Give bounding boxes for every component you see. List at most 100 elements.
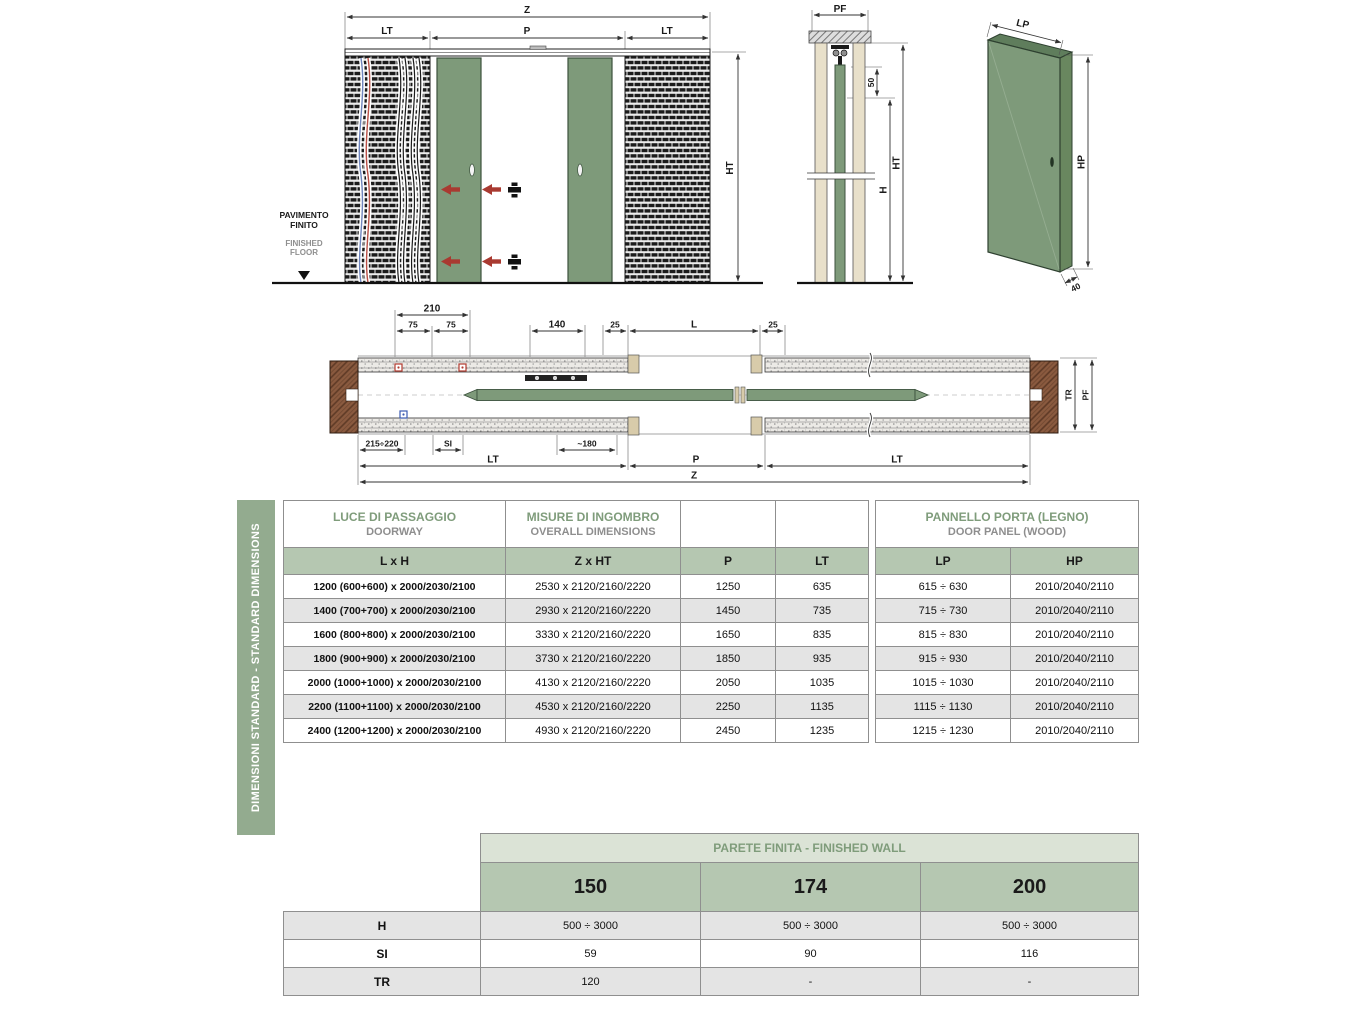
cell-p: 1650: [680, 622, 776, 647]
panel-subtitle: DOOR PANEL (WOOD): [947, 525, 1067, 538]
dim-label-lt-left: LT: [381, 26, 392, 37]
plan-top-dimension-lines: [394, 310, 786, 357]
mouth-profiles: [627, 354, 763, 436]
floor-level-marker-icon: [298, 271, 310, 280]
cell-wall-174: -: [700, 967, 921, 996]
col-header-lxh: L x H: [283, 547, 506, 575]
door-panel-right: [567, 57, 613, 284]
cell-p: 1250: [680, 574, 776, 599]
wall-col-200: 200: [919, 862, 1140, 912]
dim-label-215-220: 215÷220: [365, 439, 398, 449]
dim-label-lt-right: LT: [891, 455, 902, 466]
pocket-cassette-right: [624, 55, 711, 284]
cell-wall-200: 500 ÷ 3000: [919, 911, 1140, 940]
horizontal-section-drawing: 210 75 75 140 25 L 25: [329, 304, 1097, 485]
wall-leaf-right: [852, 42, 866, 284]
cell-overall: 4130 x 2120/2160/2220: [505, 670, 681, 695]
cell-lp: 615 ÷ 630: [875, 574, 1011, 599]
dim-label-75a: 75: [408, 320, 418, 330]
flush-handle-icon: [1050, 157, 1054, 167]
door-panel-left: [436, 57, 482, 284]
door-panel-table: PANNELLO PORTA (LEGNO) DOOR PANEL (WOOD)…: [874, 500, 1140, 743]
cell-p: 1850: [680, 646, 776, 671]
cell-doorway: 1800 (900+900) x 2000/2030/2100: [283, 646, 506, 671]
dim-label-l: L: [691, 320, 697, 331]
dim-label-hp: HP: [1077, 155, 1088, 169]
dim-label-25a: 25: [610, 320, 620, 330]
dim-label-75b: 75: [446, 320, 456, 330]
cell-p: 2450: [680, 718, 776, 743]
wall-table-title-row: PARETE FINITA - FINISHED WALL: [283, 833, 1140, 863]
col-header-zxht: Z x HT: [505, 547, 681, 575]
cell-overall: 3730 x 2120/2160/2220: [505, 646, 681, 671]
dim-label-h: H: [879, 186, 890, 193]
cell-lt: 1135: [775, 694, 869, 719]
wall-table-header-row: 150 174 200: [283, 862, 1140, 912]
plan-break-marks: [866, 352, 874, 438]
cell-hp: 2010/2040/2110: [1009, 598, 1140, 623]
cell-doorway: 2000 (1000+1000) x 2000/2030/2100: [283, 670, 506, 695]
cassette-rails: [357, 357, 1031, 433]
dim-label-140: 140: [549, 320, 566, 331]
wall-col-150: 150: [480, 862, 701, 912]
finished-wall-table: PARETE FINITA - FINISHED WALL 150 174 20…: [283, 833, 1140, 996]
wood-jamb-right: [1029, 360, 1059, 434]
cell-hp: 2010/2040/2110: [1009, 622, 1140, 647]
cell-lt: 735: [775, 598, 869, 623]
overall-title: MISURE DI INGOMBRO: [526, 509, 660, 524]
col-header-lp: LP: [875, 547, 1011, 575]
dim-label-ht: HT: [725, 161, 736, 174]
section-break-marks: [807, 172, 875, 180]
section-sidebar: DIMENSIONI STANDARD - STANDARD DIMENSION…: [237, 500, 275, 835]
dim-label-p: P: [693, 455, 700, 466]
cell-wall-174: 90: [700, 939, 921, 968]
floor-label-it-2: FINITO: [290, 220, 318, 230]
cell-lt: 835: [775, 622, 869, 647]
cell-row-label: TR: [283, 967, 481, 996]
dim-label-lt-left: LT: [487, 455, 498, 466]
cell-doorway: 2400 (1200+1200) x 2000/2030/2100: [283, 718, 506, 743]
floor-label-it-1: PAVIMENTO: [279, 210, 329, 220]
dim-label-25b: 25: [768, 320, 778, 330]
dim-label-pf: PF: [834, 5, 847, 15]
door-panel-3d: [986, 33, 1074, 273]
cell-lp: 1115 ÷ 1130: [875, 694, 1011, 719]
cell-row-label: SI: [283, 939, 481, 968]
cell-lp: 815 ÷ 830: [875, 622, 1011, 647]
cell-wall-150: 59: [480, 939, 701, 968]
cell-overall: 2530 x 2120/2160/2220: [505, 574, 681, 599]
cell-p: 2050: [680, 670, 776, 695]
break-lines: [357, 57, 423, 284]
vertical-section-drawing: PF 50 H HT: [797, 5, 913, 285]
cell-lt: 1035: [775, 670, 869, 695]
fixing-point-markers: [394, 363, 467, 419]
dim-label-50: 50: [866, 78, 876, 88]
cell-hp: 2010/2040/2110: [1009, 694, 1140, 719]
cell-wall-200: 116: [919, 939, 1140, 968]
dim-label-thickness: 40: [1069, 281, 1082, 294]
wood-jamb-left: [329, 360, 359, 434]
cell-overall: 3330 x 2120/2160/2220: [505, 622, 681, 647]
dim-label-p: P: [524, 26, 531, 37]
cell-hp: 2010/2040/2110: [1009, 670, 1140, 695]
doorway-subtitle: DOORWAY: [366, 525, 423, 538]
panel-header: PANNELLO PORTA (LEGNO) DOOR PANEL (WOOD): [874, 500, 1140, 548]
cell-lp: 1015 ÷ 1030: [875, 670, 1011, 695]
ceiling-hatch: [808, 30, 872, 44]
door-panel-3d-drawing: LP HP 40: [986, 18, 1093, 294]
finished-floor-label: PAVIMENTO FINITO FINISHED FLOOR: [279, 210, 329, 280]
floor-label-en-1: FINISHED: [285, 239, 323, 248]
cell-lt: 1235: [775, 718, 869, 743]
slide-direction-arrows: [441, 184, 501, 267]
dim-label-ht: HT: [892, 156, 903, 169]
cell-doorway: 2200 (1100+1100) x 2000/2030/2100: [283, 694, 506, 719]
